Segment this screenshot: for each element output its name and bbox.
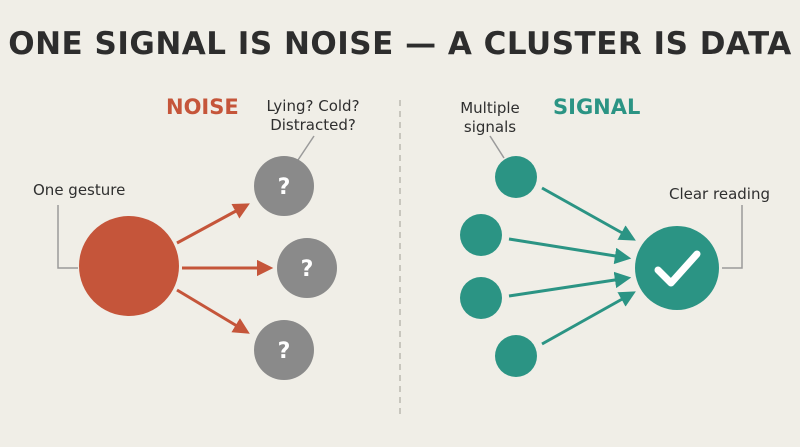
signals-label-line2: signals: [463, 118, 517, 136]
noise-arrow-3: [176, 288, 250, 334]
result-node: [635, 226, 719, 310]
signals-label: Multiple signals: [452, 99, 528, 137]
check-icon: [654, 250, 701, 287]
question-node-3: ?: [254, 320, 314, 380]
question-node-2: ?: [277, 238, 337, 298]
page-title: ONE SIGNAL IS NOISE — A CLUSTER IS DATA: [8, 26, 792, 62]
question-mark-3: ?: [278, 339, 291, 364]
question-mark-2: ?: [301, 257, 314, 282]
question-label: Lying? Cold? Distracted?: [258, 97, 368, 135]
signal-dot-3: [460, 277, 502, 319]
result-label: Clear reading: [669, 185, 770, 203]
signal-heading: SIGNAL: [553, 95, 641, 119]
gesture-callout-line: [57, 205, 78, 269]
question-node-1: ?: [254, 156, 314, 216]
signals-label-line1: Multiple: [460, 99, 520, 117]
question-label-line2: Distracted?: [270, 116, 356, 134]
signal-arrow-4: [541, 291, 636, 346]
signal-dot-4: [495, 335, 537, 377]
noise-heading: NOISE: [166, 95, 239, 119]
question-label-line1: Lying? Cold?: [266, 97, 360, 115]
gesture-label: One gesture: [33, 181, 126, 199]
signal-arrow-2: [508, 237, 632, 265]
question-mark-1: ?: [278, 175, 291, 200]
signals-callout-line: [489, 135, 505, 159]
question-callout-line: [297, 135, 315, 161]
signal-arrow-3: [508, 271, 632, 298]
result-callout-line: [722, 205, 743, 269]
signal-dot-2: [460, 214, 502, 256]
noise-arrow-1: [176, 203, 250, 245]
gesture-circle: [79, 216, 179, 316]
signal-arrow-1: [541, 186, 636, 241]
signal-dot-1: [495, 156, 537, 198]
